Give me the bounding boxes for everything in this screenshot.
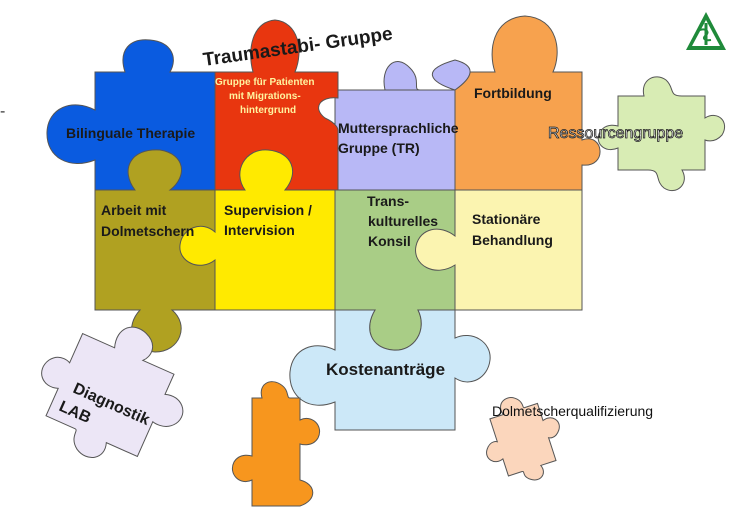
puzzle-piece-migration [214, 19, 339, 191]
puzzle-piece-inpatient [415, 189, 583, 311]
label-supervision-2: Intervision [224, 222, 295, 238]
label-bilingual: Bilinguale Therapie [66, 125, 195, 141]
label-transcultural-3: Konsil [368, 233, 411, 249]
label-mother-1: Muttersprachliche [338, 120, 459, 136]
label-interpreters-1: Arbeit mit [101, 202, 167, 218]
puzzle-piece-diagnostics-group [41, 326, 184, 458]
puzzle-piece-diagnostics [41, 326, 184, 458]
label-supervision-1: Supervision / [224, 202, 312, 218]
puzzle-piece-qualification [486, 397, 560, 481]
medical-cross-logo-icon [686, 12, 726, 50]
puzzle-piece-resources [597, 76, 726, 192]
logo-snake [699, 28, 712, 42]
label-migration-3: hintergrund [240, 105, 296, 116]
label-inpatient-1: Stationäre [472, 211, 541, 227]
puzzle-piece-costs [289, 309, 491, 431]
label-qualification: Dolmetscherqualifizierung [492, 403, 653, 419]
label-inpatient-2: Behandlung [472, 232, 553, 248]
label-migration-1: Gruppe für Patienten [215, 77, 314, 88]
puzzle-piece-mother-tongue [334, 59, 471, 191]
label-costs: Kostenanträge [326, 360, 445, 379]
label-transcultural-2: kulturelles [368, 213, 438, 229]
puzzle-piece-orange [232, 381, 320, 507]
label-interpreters-2: Dolmetschern [101, 223, 194, 239]
label-mother-2: Gruppe (TR) [338, 140, 420, 156]
label-resources: Ressourcengruppe [548, 125, 683, 142]
label-transcultural-1: Trans- [367, 193, 409, 209]
label-migration-2: mit Migrations- [229, 91, 301, 102]
puzzle-piece-qualification-group [486, 397, 560, 481]
puzzle-piece-training [454, 15, 601, 211]
label-training: Fortbildung [474, 85, 552, 101]
edge-mark: - [0, 103, 5, 120]
